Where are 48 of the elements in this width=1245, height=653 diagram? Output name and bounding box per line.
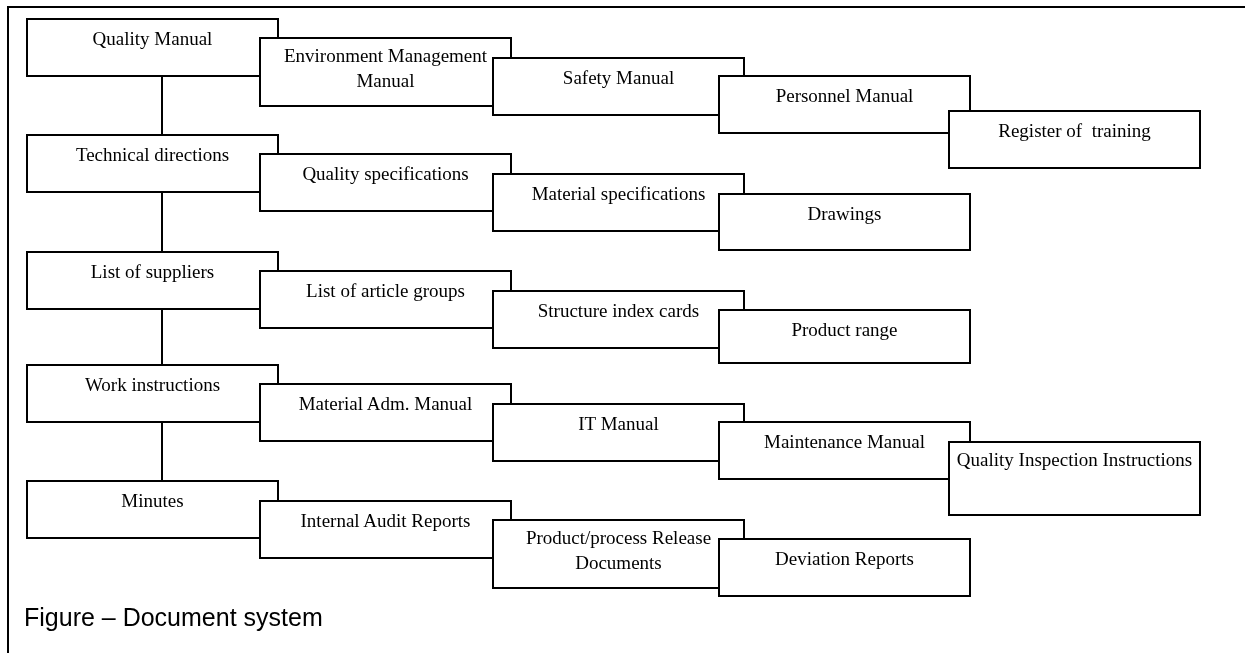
box-label: Material specifications — [531, 183, 706, 204]
document-box — [492, 519, 745, 589]
document-box — [26, 134, 279, 193]
box-label: Technical directions — [75, 144, 230, 165]
document-box — [948, 441, 1201, 516]
box-label: Minutes — [121, 490, 184, 511]
box-label: Drawings — [807, 203, 882, 224]
document-box — [492, 57, 745, 116]
box-label: IT Manual — [578, 413, 659, 434]
box-label: Register of training — [998, 120, 1151, 141]
document-box — [718, 75, 971, 134]
connector-line — [161, 422, 163, 481]
box-label: Material Adm. Manual — [298, 393, 473, 414]
box-label: Quality Inspection Instructions — [956, 449, 1193, 470]
box-label: List of suppliers — [90, 261, 215, 282]
box-label: Product range — [791, 319, 898, 340]
box-label: Internal Audit Reports — [300, 510, 471, 531]
box-label: Structure index cards — [537, 300, 700, 321]
connector-line — [161, 76, 163, 135]
document-box — [259, 37, 512, 107]
connector-line — [161, 192, 163, 252]
document-box — [26, 18, 279, 77]
document-box — [492, 403, 745, 462]
box-label: Deviation Reports — [775, 548, 914, 569]
document-box — [26, 364, 279, 423]
box-label: Maintenance Manual — [764, 431, 925, 452]
box-label: Personnel Manual — [775, 85, 914, 106]
document-box — [492, 290, 745, 349]
box-label: List of article groups — [306, 280, 465, 301]
box-label: Work instructions — [84, 374, 221, 395]
document-box — [718, 193, 971, 251]
document-box — [26, 251, 279, 310]
document-box — [718, 309, 971, 364]
box-label: Safety Manual — [562, 67, 675, 88]
document-box — [259, 383, 512, 442]
box-label: Environment Management Manual — [283, 45, 489, 91]
box-label: Quality Manual — [92, 28, 213, 49]
box-label: Quality specifications — [302, 163, 469, 184]
document-box — [718, 538, 971, 597]
document-box — [948, 110, 1201, 169]
connector-line — [161, 309, 163, 365]
document-box — [492, 173, 745, 232]
figure-caption: Figure – Document system — [24, 603, 323, 632]
box-label: Product/process Release Documents — [525, 527, 713, 573]
document-box — [259, 270, 512, 329]
document-box — [26, 480, 279, 539]
document-box — [259, 500, 512, 559]
document-box — [259, 153, 512, 212]
